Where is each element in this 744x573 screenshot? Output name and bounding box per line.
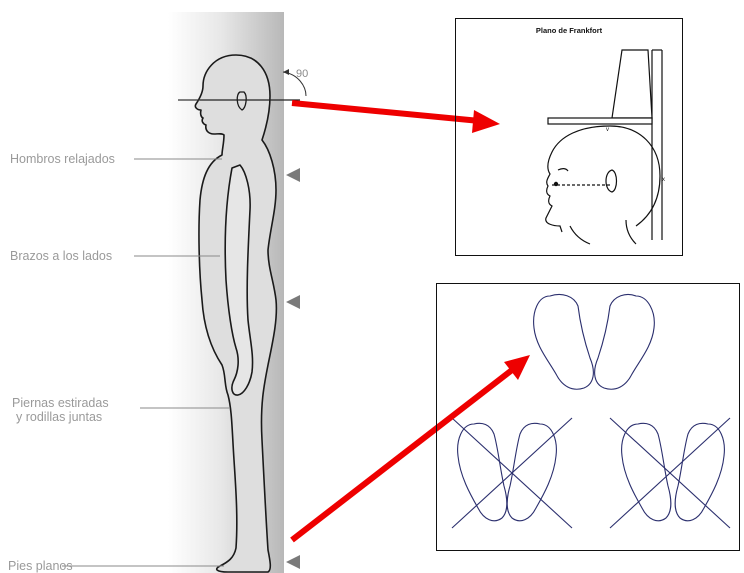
label-legs-line2: y rodillas juntas: [16, 410, 102, 424]
frankfort-title: Plano de Frankfort: [456, 26, 682, 35]
label-arms: Brazos a los lados: [10, 249, 112, 263]
label-shoulders: Hombros relajados: [10, 152, 115, 166]
marker-back: [286, 168, 300, 182]
frankfort-panel: Plano de Frankfort v x: [455, 18, 683, 256]
contact-markers: [286, 168, 300, 569]
marker-buttocks: [286, 295, 300, 309]
arrow-to-head-shaft: [292, 103, 480, 121]
label-feet: Pies planos: [8, 559, 73, 573]
frankfort-marker-v: v: [606, 127, 609, 133]
feet-panel: [436, 283, 740, 551]
marker-heels: [286, 555, 300, 569]
label-legs-line1: Piernas estiradas: [12, 396, 109, 410]
angle-label: 90: [296, 68, 308, 80]
frankfort-marker-x: x: [662, 177, 665, 183]
